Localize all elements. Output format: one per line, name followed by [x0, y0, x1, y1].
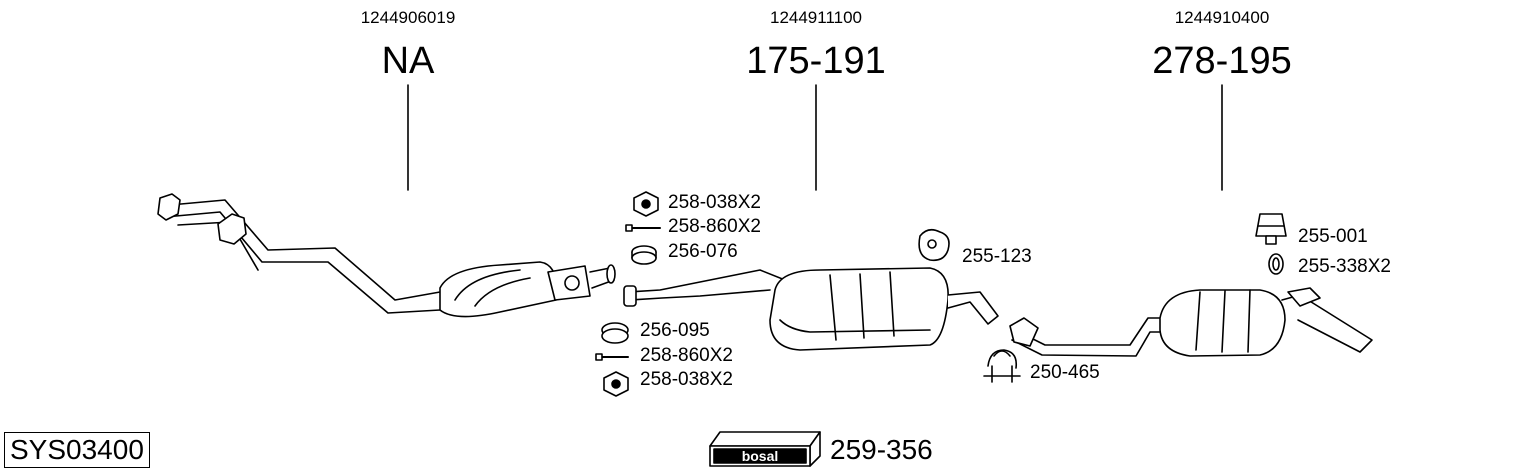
- gasket-icon-top: [631, 245, 657, 265]
- kit-part-number: 259-356: [830, 434, 933, 465]
- clamp-icon: [983, 349, 1021, 383]
- center-muffler: [623, 267, 999, 351]
- hanger-icon: [918, 228, 950, 262]
- rear-muffler: [1009, 287, 1373, 357]
- label-bolt-bottom: 258-860X2: [640, 345, 733, 366]
- label-gasket-top: 256-076: [668, 241, 738, 262]
- ring-icon: [1268, 253, 1284, 275]
- label-nut-bottom: 258-038X2: [640, 369, 733, 390]
- label-ring: 255-338X2: [1298, 256, 1391, 277]
- system-id-box: SYS03400: [4, 432, 150, 468]
- rubber-mount-icon: [1255, 213, 1287, 245]
- part-number-1: NA: [381, 40, 435, 82]
- part-number-2: 175-191: [746, 40, 886, 82]
- part-number-3: 278-195: [1152, 40, 1292, 82]
- label-gasket-bottom: 256-095: [640, 320, 710, 341]
- nut-icon-top: [633, 191, 659, 217]
- oem-number-3: 1244910400: [1174, 8, 1270, 27]
- oem-number-1: 1244906019: [360, 8, 456, 27]
- gasket-icon-bottom: [601, 322, 629, 344]
- oem-number-2: 1244911100: [769, 8, 863, 27]
- label-mount: 255-001: [1298, 226, 1368, 247]
- bosal-logo-text: bosal: [742, 448, 779, 464]
- nut-icon-bottom: [603, 371, 629, 397]
- label-hanger: 255-123: [962, 246, 1032, 267]
- front-pipe-catalyst: [157, 193, 616, 318]
- label-clamp: 250-465: [1030, 362, 1100, 383]
- bolt-icon-top: [625, 224, 661, 232]
- bolt-icon-bottom: [595, 353, 629, 361]
- label-bolt-top: 258-860X2: [668, 216, 761, 237]
- label-nut-top: 258-038X2: [668, 192, 761, 213]
- bosal-logo: bosal: [709, 431, 821, 467]
